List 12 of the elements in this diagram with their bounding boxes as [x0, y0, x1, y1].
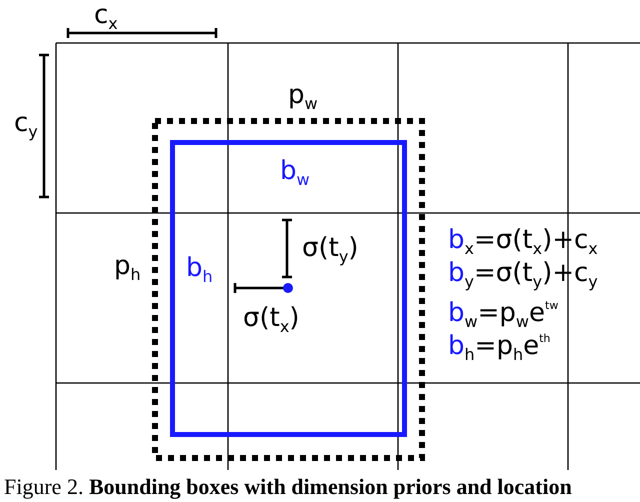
dimension-label: σ(t$_{y}$) — [302, 233, 358, 268]
dimension-label: σ(t$_{x}$) — [243, 303, 300, 338]
dimension-label: b$_{h}$ — [186, 253, 213, 288]
formula: b$_{h}$=p$_{h}$e$^{th}$ — [448, 330, 550, 366]
dimension-label: c$_{y}$ — [14, 108, 38, 143]
dimension-label: b$_{w}$ — [280, 156, 310, 191]
formula: b$_{w}$=p$_{w}$e$^{tw}$ — [448, 297, 558, 333]
bounding-box — [170, 140, 407, 437]
dimension-label: p$_{h}$ — [114, 251, 141, 286]
caption: Figure 2. Bounding boxes with dimension priors and location — [4, 474, 572, 500]
dimension-label: p$_{w}$ — [288, 80, 318, 115]
dimension-label: c$_{x}$ — [94, 0, 118, 35]
